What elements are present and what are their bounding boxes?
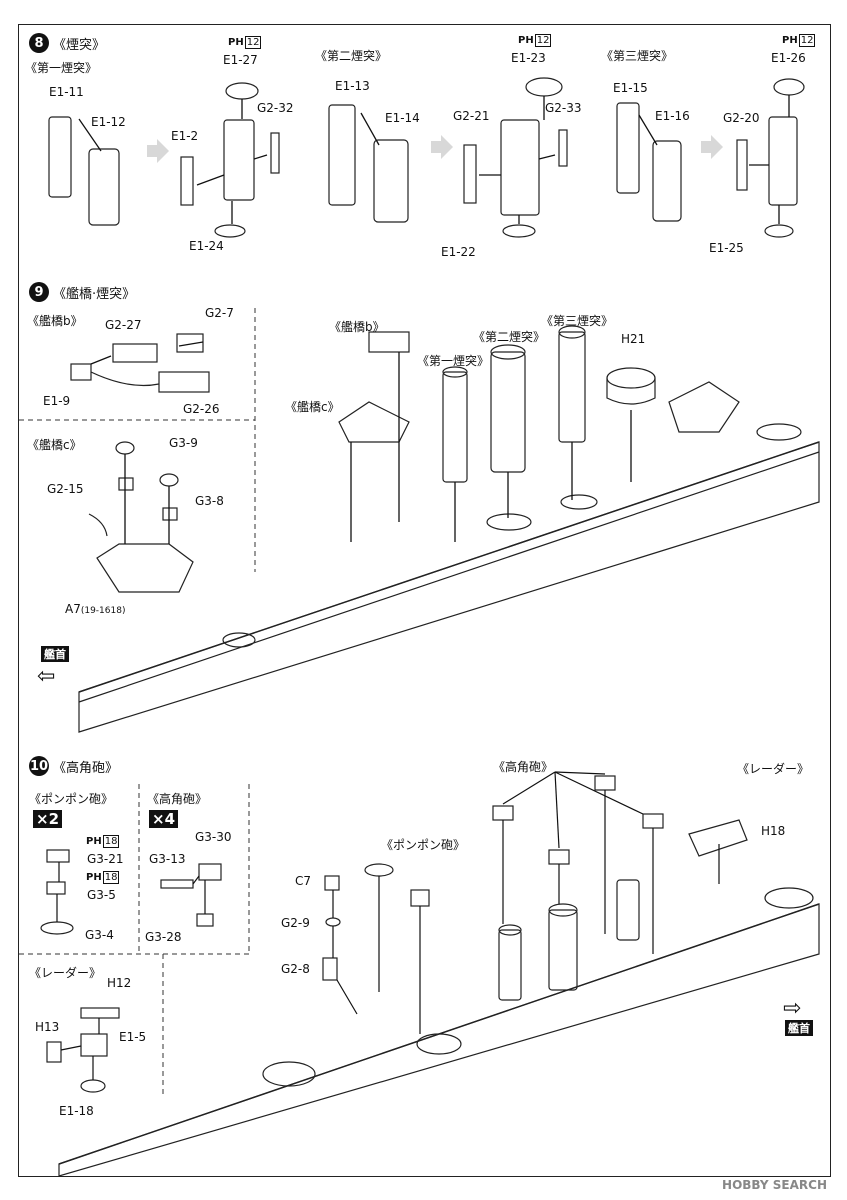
quantity-badge: ×2 [33,810,63,828]
step-number: 9 [29,282,49,302]
part-label: E1-22 [441,245,476,259]
part-label: E1-5 [119,1030,147,1044]
watermark: HOBBY SEARCH [722,1178,827,1192]
ship-label: H18 [761,824,786,838]
sub-title-funnel-3: 《第三煙突》 [601,49,674,63]
part-label: E1-9 [43,394,71,408]
part-label-a7: A7(19-1618) [65,602,126,616]
sub-title-bridge-b: 《艦橋b》 [27,314,83,328]
part-label: G3-5 [87,888,116,902]
part-label: G2-9 [281,916,310,930]
part-label: G2-32 [257,101,294,115]
part-label: E1-11 [49,85,84,99]
ship-label: 《第二煙突》 [473,330,546,344]
part-label: E1-27 [223,53,258,67]
step-9-diagram [19,308,820,733]
bow-direction-label: 艦首 [785,1020,813,1036]
ship-label: 《ポンポン砲》 [381,838,466,852]
part-label: G3-28 [145,930,182,944]
part-label: E1-25 [709,241,744,255]
part-label: E1-24 [189,239,224,253]
step-10-panel: 10 《高角砲》 [18,744,831,1177]
part-label: E1-18 [59,1104,94,1118]
step-8-diagram [48,77,805,238]
part-label: E1-16 [655,109,690,123]
sub-title-high-angle-gun: 《高角砲》 [147,792,208,806]
part-label: H12 [107,976,132,990]
step-10-header: 10 《高角砲》 [29,756,118,776]
sub-title-funnel-1: 《第一煙突》 [25,61,98,75]
step-9-header: 9 《艦橋·煙突》 [29,282,135,302]
part-label: G2-20 [723,111,760,125]
bow-arrow-icon: ⇨ [783,996,802,1021]
part-label: E1-14 [385,111,420,125]
part-label: E1-15 [613,81,648,95]
step-number: 10 [29,756,49,776]
part-label: E1-12 [91,115,126,129]
bow-direction-label: 艦首 [41,646,69,662]
part-label: C7 [295,874,312,888]
step-title: 《艦橋·煙突》 [53,286,136,302]
step-title: 《煙突》 [53,37,106,53]
step-8-panel: 8 《煙突》 《第一煙突》 《第二煙突》 《第三煙突》 [18,24,831,274]
part-label: G2-15 [47,482,84,496]
part-label: E1-23 [511,51,546,65]
step-title: 《高角砲》 [53,760,119,776]
part-label: E1-13 [335,79,370,93]
part-label: G2-27 [105,318,142,332]
part-label: G2-21 [453,109,490,123]
part-label: G3-8 [195,494,224,508]
part-label: G3-30 [195,830,232,844]
part-label: H13 [35,1020,60,1034]
sub-title-pompom: 《ポンポン砲》 [29,792,114,806]
ship-label: H21 [621,332,646,346]
part-label: G2-33 [545,101,582,115]
part-label: G3-21 [87,852,124,866]
step-9-panel: 9 《艦橋·煙突》 [18,272,831,745]
sub-title-funnel-2: 《第二煙突》 [315,49,388,63]
part-label: G2-26 [183,402,220,416]
part-label: E1-26 [771,51,806,65]
part-label: E1-2 [171,129,199,143]
part-label: G3-4 [85,928,114,942]
sub-title-bridge-c: 《艦橋c》 [27,438,82,452]
quantity-badge: ×4 [149,810,179,828]
sub-title-radar: 《レーダー》 [29,966,102,980]
ship-label: 《艦橋c》 [285,400,340,414]
ship-label: 《第三煙突》 [541,314,614,328]
bow-arrow-icon: ⇦ [37,664,56,689]
ship-label: 《高角砲》 [493,760,554,774]
part-label: G3-9 [169,436,198,450]
step-8-header: 8 《煙突》 [29,33,105,53]
part-label: G2-8 [281,962,310,976]
step-10-diagram [19,771,820,1176]
ship-label: 《第一煙突》 [417,354,490,368]
ship-label: 《レーダー》 [737,762,810,776]
ship-label: 《艦橋b》 [329,320,385,334]
step-number: 8 [29,33,49,53]
part-label: G3-13 [149,852,186,866]
part-label: G2-7 [205,306,234,320]
